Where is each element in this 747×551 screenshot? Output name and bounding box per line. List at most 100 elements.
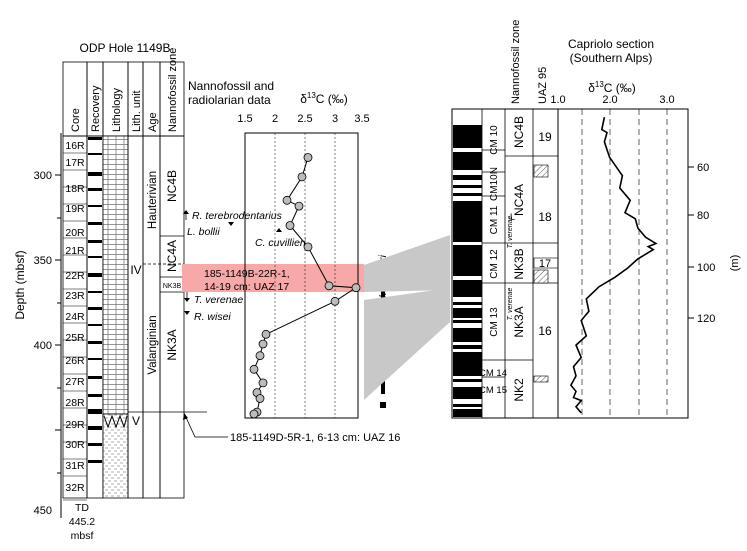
callout-upper-line1: 185-1149B-22R-1,: [204, 268, 290, 280]
uaz-label: 16: [538, 324, 552, 338]
zone-label: NK3A: [165, 329, 179, 360]
core-label: 26R: [65, 355, 85, 367]
small-taxon-label: T. verenae: [507, 287, 514, 320]
middle-d13c-point: [258, 339, 268, 349]
middle-axis-title: δ13C (‰): [300, 91, 348, 106]
middle-title-line2: radiolarian data: [188, 93, 271, 107]
zone-label: NK3B: [163, 283, 182, 290]
cm-zone-label: CM 13: [489, 307, 500, 337]
middle-d13c-point: [294, 201, 304, 211]
cm-zone-label: CM 14: [479, 368, 507, 379]
l-mark: L: [510, 212, 515, 222]
middle-d13c-point: [303, 153, 313, 162]
taxon-label: L. bollii: [187, 226, 220, 238]
header-lithology: Lithology: [111, 87, 123, 132]
zone-label: NC4A: [165, 240, 179, 272]
core-label: 16R: [65, 140, 85, 152]
right-title-line1: Capriolo section: [568, 37, 654, 51]
hole-title: ODP Hole 1149B: [80, 41, 171, 55]
middle-plot-frame: 1.5 2 2.5 3 3.5: [237, 113, 370, 419]
middle-d13c-point: [282, 195, 292, 205]
core-label: 25R: [65, 332, 85, 344]
right-axis-title: δ13C (‰): [588, 80, 636, 95]
right-header-uaz: UAZ 95: [537, 67, 549, 104]
uaz-label: 17: [539, 258, 551, 270]
right-x-tick: 2.0: [602, 94, 617, 106]
middle-d13c-point: [285, 221, 295, 230]
core-label: 17R: [65, 157, 85, 169]
callout-lower: 185-1149D-5R-1, 6-13 cm: UAZ 16: [183, 411, 400, 444]
middle-d13c-point: [297, 172, 307, 182]
core-label: 23R: [65, 290, 85, 302]
td-label: TD: [75, 502, 89, 514]
middle-x-tick: 1.5: [237, 113, 252, 125]
lith-unit-label: V: [132, 414, 140, 428]
middle-d13c-point: [303, 242, 313, 252]
td-unit: mbsf: [71, 530, 94, 542]
nk-zone-label: NC4A: [512, 184, 526, 216]
correlation-bands: [364, 235, 450, 400]
middle-d13c-point: [249, 409, 259, 419]
header-core: Core: [70, 108, 82, 132]
age-label: Hauterivian: [147, 171, 159, 229]
header-nannofossil-zone: Nannofossil zone: [167, 48, 179, 132]
nk-zone-label: NK3B: [512, 248, 526, 279]
header-age: Age: [147, 112, 159, 132]
cm-zone-label: CM 15: [479, 385, 507, 396]
nk-zone-label: NC4B: [512, 116, 526, 148]
middle-x-tick: 2: [272, 113, 278, 125]
core-label: 28R: [65, 397, 85, 409]
small-taxon-label: T. verenae: [507, 215, 514, 248]
column-headers: Core Recovery Lithology Lith. unit Age N…: [62, 48, 185, 137]
right-x-tick: 1.0: [550, 94, 565, 106]
middle-d13c-point: [255, 351, 265, 361]
middle-d13c-point: [330, 296, 340, 306]
middle-d13c-point: [324, 281, 334, 291]
core-label: 22R: [65, 270, 85, 282]
header-lith-unit: Lith. unit: [131, 90, 143, 132]
core-label: 18R: [65, 183, 85, 195]
core-label: 19R: [65, 203, 85, 215]
middle-x-tick: 3: [332, 113, 338, 125]
nk-zone-label: NK2: [512, 378, 526, 402]
right-plot-frame: 1.0 2.0 3.0 60 80 100 120 (m): [550, 94, 741, 419]
capriolo-d13c-line: [569, 117, 658, 414]
depth-tick-label: 400: [34, 340, 52, 352]
middle-d13c-point: [258, 378, 268, 388]
right-title-line2: (Southern Alps): [570, 51, 653, 65]
cm-zone-label: CM 12: [489, 249, 500, 279]
highlight-band: [182, 264, 364, 292]
m-tick-label: 80: [697, 210, 709, 222]
middle-d13c-point: [255, 394, 265, 403]
depth-tick-label: 300: [34, 170, 52, 182]
nk-zone-label: NK3A: [512, 306, 526, 337]
core-label: 29R: [65, 419, 85, 431]
depth-axis: 300 350 400 450 Depth (mbsf): [13, 133, 62, 518]
core-label: 27R: [65, 376, 85, 388]
taxa-markers: R. terebrodentarius L. bollii C. cuvilli…: [183, 210, 306, 323]
middle-d13c-series: [249, 153, 361, 419]
taxon-label: C. cuvillieri: [255, 237, 306, 249]
middle-d13c-point: [261, 329, 271, 339]
right-x-tick: 3.0: [659, 94, 674, 106]
age-label: Valanginian: [147, 315, 159, 374]
m-tick-label: 120: [697, 313, 715, 325]
m-tick-label: 100: [697, 262, 715, 274]
core-label: 32R: [65, 482, 85, 494]
m-tick-label: 60: [697, 162, 709, 174]
uaz-label: 19: [538, 130, 552, 144]
core-label: 20R: [65, 227, 85, 239]
capriolo-columns: CM 10 CM10N CM 11 CM 12 CM 13 CM 14 CM 1…: [451, 108, 559, 419]
right-d13c-series: [569, 117, 658, 414]
callout-upper-line2: 14-19 cm: UAZ 17: [204, 281, 289, 293]
depth-tick-label: 450: [34, 505, 52, 517]
core-log: 16R 17R 18R 19R 20R 21R 22R 23R 24R 25R …: [62, 135, 185, 542]
zone-label: NC4B: [165, 170, 179, 202]
cm-zone-label: CM 11: [489, 205, 500, 234]
depth-tick-label: 350: [34, 255, 52, 267]
callout-lower-label: 185-1149D-5R-1, 6-13 cm: UAZ 16: [230, 432, 400, 444]
cm-zone-label: CM 10: [489, 125, 500, 155]
uaz-label: 18: [538, 210, 552, 224]
taxon-label: T. verenae: [194, 294, 243, 306]
